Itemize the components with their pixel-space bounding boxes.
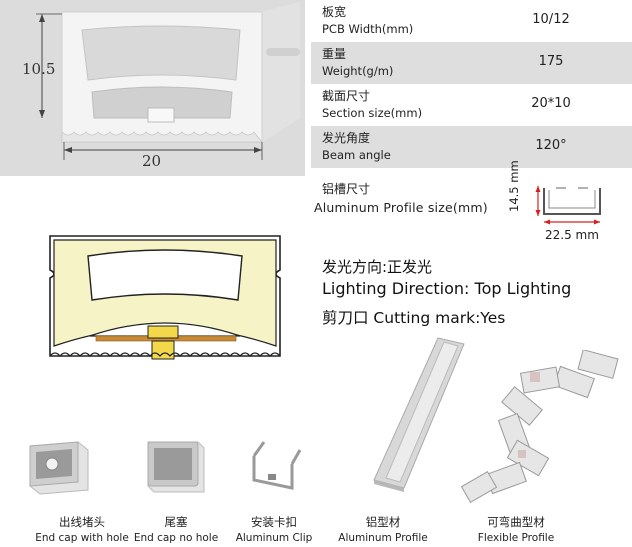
accessory-label-en: End cap with hole	[35, 532, 129, 544]
spec-label-en: Aluminum Profile size(mm)	[314, 200, 488, 215]
cutting-mark: 剪刀口 Cutting mark:Yes	[322, 309, 506, 327]
spec-row-beam-angle: 发光角度 Beam angle 120°	[311, 126, 632, 168]
accessory-end-cap-with-hole: 出线堵头 End cap with hole	[22, 514, 142, 544]
accessory-label-cn: 可弯曲型材	[487, 515, 545, 529]
spec-label-cn: 铝槽尺寸	[322, 182, 371, 196]
spec-label-en: Section size(mm)	[322, 106, 423, 120]
spec-label-cn: 板宽	[322, 5, 347, 19]
spec-row-weight: 重量 Weight(g/m) 175	[311, 42, 632, 84]
accessory-label-en: Aluminum Profile	[338, 532, 428, 544]
alum-dim-height: 14.5 mm	[507, 160, 521, 212]
product-render-panel: 10.5 20	[0, 0, 305, 176]
end-cap-no-hole-image	[147, 441, 205, 493]
accessory-aluminum-profile: 铝型材 Aluminum Profile	[326, 514, 440, 544]
spec-label-en: Beam angle	[322, 148, 391, 162]
spec-row-aluminum-profile: 铝槽尺寸 Aluminum Profile size(mm) 14.5 mm 2…	[311, 160, 632, 242]
spec-row-pcb-width: 板宽 PCB Width(mm) 10/12	[311, 0, 632, 42]
accessory-label-cn: 尾塞	[164, 515, 188, 529]
spec-label-en: Weight(g/m)	[322, 64, 394, 78]
spec-table: 板宽 PCB Width(mm) 10/12 重量 Weight(g/m) 17…	[311, 0, 632, 168]
spec-label-cn: 截面尺寸	[322, 89, 371, 103]
spec-value: 175	[538, 54, 564, 69]
spec-value: 20*10	[531, 96, 571, 111]
lighting-direction-cn: 发光方向:正发光	[322, 258, 433, 276]
dim-height-label: 10.5	[22, 60, 56, 78]
spec-label-en: PCB Width(mm)	[322, 22, 414, 36]
aluminum-clip-image	[252, 441, 302, 490]
neon-cross-section	[49, 235, 281, 360]
lighting-direction-en: Lighting Direction: Top Lighting	[322, 279, 572, 298]
cross-section-diagram	[30, 228, 300, 372]
accessory-label-en: Flexible Profile	[477, 532, 555, 544]
spec-label-cn: 发光角度	[322, 131, 371, 145]
alum-dim-width: 22.5 mm	[545, 228, 599, 242]
spec-label-cn: 重量	[322, 47, 347, 61]
accessory-label-cn: 安装卡扣	[251, 515, 297, 529]
dim-width-label: 20	[142, 152, 162, 170]
accessory-end-cap-no-hole: 尾塞 End cap no hole	[126, 514, 226, 544]
spec-row-section-size: 截面尺寸 Section size(mm) 20*10	[311, 84, 632, 126]
flexible-profile-image	[460, 350, 619, 503]
spec-value: 10/12	[532, 12, 570, 27]
accessory-label-cn: 铝型材	[365, 515, 401, 529]
neon-strip-render	[36, 2, 300, 160]
accessory-label-en: End cap no hole	[133, 532, 219, 544]
accessory-aluminum-clip: 安装卡扣 Aluminum Clip	[228, 514, 320, 544]
aluminum-profile-diagram	[535, 186, 601, 225]
accessory-flexible-profile: 可弯曲型材 Flexible Profile	[456, 514, 576, 544]
accessory-label-cn: 出线堵头	[59, 515, 105, 529]
aluminum-profile-image	[373, 337, 465, 492]
spec-value: 120°	[535, 138, 567, 153]
accessory-label-en: Aluminum Clip	[235, 532, 313, 544]
end-cap-with-hole-image	[29, 441, 89, 495]
